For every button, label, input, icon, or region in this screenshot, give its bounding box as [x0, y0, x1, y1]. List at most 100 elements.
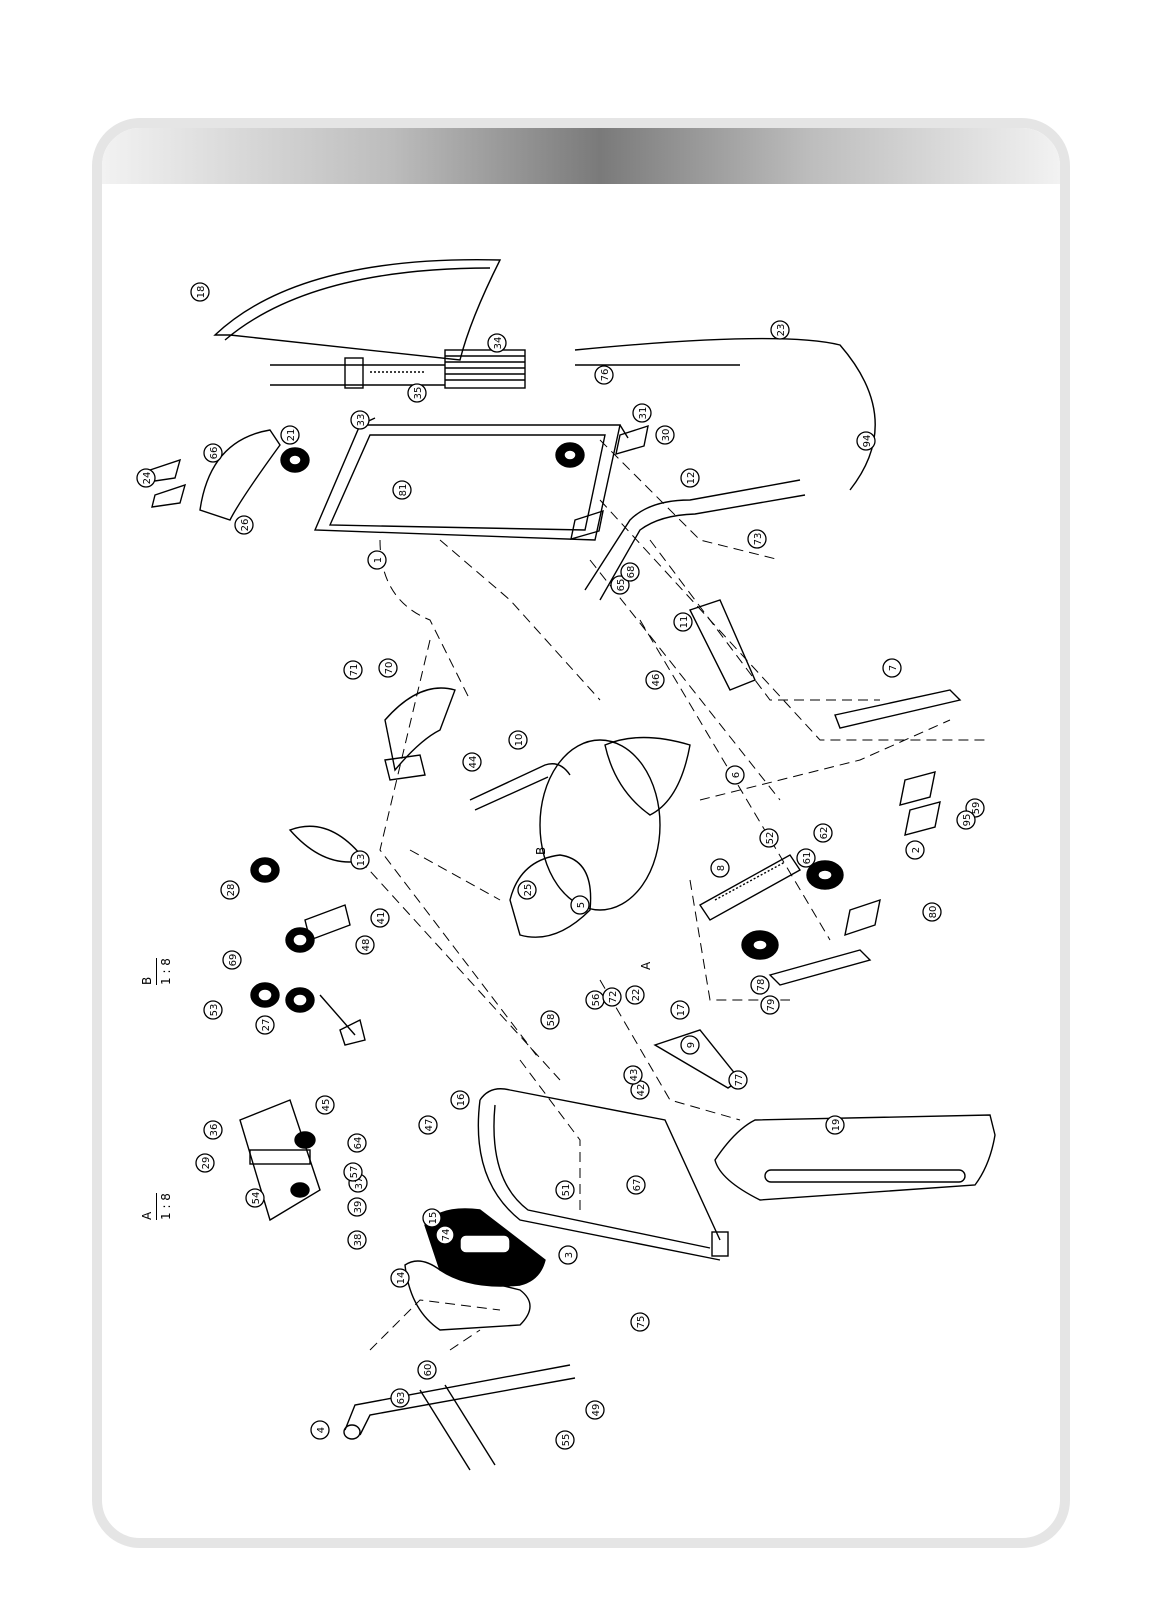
- callout-number: 60: [423, 1364, 434, 1377]
- callout-67: 67: [627, 1176, 645, 1194]
- callout-62: 62: [814, 824, 832, 842]
- callout-53: 53: [204, 1001, 222, 1019]
- callout-number: 28: [226, 884, 237, 897]
- callout-24: 24: [137, 469, 155, 487]
- base-bar-31: [770, 950, 870, 985]
- callout-48: 48: [356, 936, 374, 954]
- callout-34: 34: [488, 334, 506, 352]
- callout-6: 6: [726, 766, 744, 784]
- callout-number: 29: [201, 1157, 212, 1170]
- callout-17: 17: [671, 1001, 689, 1019]
- callout-4: 4: [311, 1421, 329, 1439]
- callout-number: 9: [686, 1042, 697, 1048]
- callout-80: 80: [923, 903, 941, 921]
- callout-55: 55: [556, 1431, 574, 1449]
- callout-16: 16: [451, 1091, 469, 1109]
- callout-9: 9: [681, 1036, 699, 1054]
- callout-number: 94: [862, 435, 873, 448]
- callout-49: 49: [586, 1401, 604, 1419]
- callout-73: 73: [748, 530, 766, 548]
- shroud-19: [715, 1115, 995, 1200]
- callout-number: 18: [196, 286, 207, 299]
- callout-14: 14: [391, 1269, 409, 1287]
- callout-26: 26: [235, 516, 253, 534]
- callout-number: 46: [651, 674, 662, 687]
- callout-number: 77: [734, 1074, 745, 1087]
- tube-7: [835, 690, 960, 728]
- callout-number: 81: [398, 484, 409, 497]
- callout-74: 74: [436, 1226, 454, 1244]
- callout-52: 52: [760, 829, 778, 847]
- callout-number: 42: [636, 1084, 647, 1097]
- callout-number: 34: [493, 337, 504, 350]
- callout-81: 81: [393, 481, 411, 499]
- callout-number: 36: [209, 1124, 220, 1137]
- view-marker-b: B: [534, 847, 548, 855]
- callout-36: 36: [204, 1121, 222, 1139]
- callout-27: 27: [256, 1016, 274, 1034]
- callout-number: 66: [209, 447, 220, 460]
- weight-stack-34: [270, 350, 525, 388]
- disc-B: [540, 740, 660, 910]
- callout-15: 15: [423, 1209, 441, 1227]
- pad-15: [425, 1209, 545, 1286]
- callout-21: 21: [281, 426, 299, 444]
- callout-number: 3: [564, 1252, 575, 1258]
- callout-number: 39: [353, 1201, 364, 1214]
- detail-view-scale: 1 : 8: [156, 958, 173, 985]
- callout-54: 54: [246, 1189, 264, 1207]
- callout-23: 23: [771, 321, 789, 339]
- callout-number: 54: [251, 1192, 262, 1205]
- callout-38: 38: [348, 1231, 366, 1249]
- callout-35: 35: [408, 384, 426, 402]
- callout-number: 2: [911, 847, 922, 853]
- detail-view-a-label: A 1 : 8: [140, 1193, 173, 1220]
- callout-8: 8: [711, 859, 729, 877]
- callout-number: 22: [631, 989, 642, 1002]
- callout-43: 43: [624, 1066, 642, 1084]
- detail-view-scale: 1 : 8: [156, 1193, 173, 1220]
- callout-79: 79: [761, 996, 779, 1014]
- callout-number: 27: [261, 1019, 272, 1032]
- callout-number: 71: [349, 664, 360, 677]
- callout-number: 16: [456, 1094, 467, 1107]
- detail-view-b-label: B 1 : 8: [140, 958, 173, 985]
- callout-number: 51: [561, 1184, 572, 1197]
- callout-number: 4: [316, 1427, 327, 1433]
- callout-2: 2: [906, 841, 924, 859]
- frame-part-1: [315, 418, 628, 540]
- cable-23: [575, 339, 875, 490]
- callout-number: 63: [396, 1392, 407, 1405]
- callout-number: 17: [676, 1004, 687, 1017]
- callout-7: 7: [883, 659, 901, 677]
- callout-10: 10: [509, 731, 527, 749]
- callout-number: 73: [753, 533, 764, 546]
- callout-63: 63: [391, 1389, 409, 1407]
- callout-number: 21: [286, 429, 297, 442]
- callout-number: 56: [591, 994, 602, 1007]
- bracket-11: [690, 600, 755, 690]
- callout-56: 56: [586, 991, 604, 1009]
- callout-51: 51: [556, 1181, 574, 1199]
- detail-view-letter: A: [140, 1212, 154, 1220]
- callout-number: 72: [608, 991, 619, 1004]
- callout-number: 74: [441, 1229, 452, 1242]
- callout-number: 41: [376, 912, 387, 925]
- callout-number: 64: [353, 1137, 364, 1150]
- callout-94: 94: [857, 432, 875, 450]
- callout-57: 57: [344, 1163, 362, 1181]
- callout-58: 58: [541, 1011, 559, 1029]
- frame-3: [478, 1089, 728, 1260]
- callout-22: 22: [626, 986, 644, 1004]
- callout-number: 19: [831, 1119, 842, 1132]
- callout-33: 33: [351, 411, 369, 429]
- detail-view-B: [251, 826, 365, 1045]
- callout-45: 45: [316, 1096, 334, 1114]
- callout-5: 5: [571, 896, 589, 914]
- callout-13: 13: [351, 851, 369, 869]
- handle-4: [344, 1365, 575, 1470]
- callout-number: 65: [616, 579, 627, 592]
- callout-12: 12: [681, 469, 699, 487]
- callout-number: 26: [240, 519, 251, 532]
